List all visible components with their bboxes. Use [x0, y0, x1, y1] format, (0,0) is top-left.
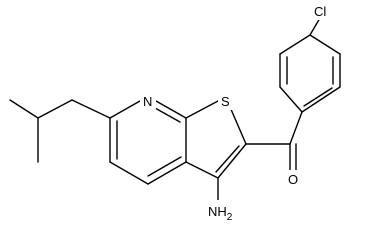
atom-labels: N S O Cl NH2: [140, 2, 332, 223]
label-bg: [140, 92, 156, 110]
bond: [301, 86, 341, 113]
bond: [71, 99, 111, 119]
amino-label-main: NH: [208, 204, 227, 219]
carbonyl-group: [245, 111, 303, 171]
bond: [109, 161, 149, 185]
bond: [309, 34, 341, 55]
bond: [303, 87, 333, 107]
label-bg: [206, 200, 236, 222]
bond: [155, 100, 187, 119]
isobutyl-group: [9, 99, 111, 163]
oxygen-label: O: [288, 172, 298, 187]
structure-drawing: N S O Cl NH2: [9, 2, 341, 223]
label-bg: [218, 92, 234, 110]
bond: [217, 143, 247, 179]
bond: [9, 99, 39, 119]
molecule-canvas: N S O Cl NH2: [9, 2, 341, 223]
amino-label-subscript: 2: [227, 212, 233, 223]
bond: [185, 161, 219, 179]
bond: [147, 161, 187, 185]
label-bg: [285, 170, 301, 188]
nitrogen-label: N: [143, 94, 152, 109]
bond: [37, 99, 73, 119]
bond: [185, 100, 219, 119]
bond: [279, 34, 311, 55]
thiophene-ring: [185, 100, 247, 179]
sulfur-label: S: [221, 94, 230, 109]
bond: [309, 17, 321, 36]
bond: [147, 156, 182, 177]
bond: [109, 100, 141, 119]
chlorophenyl-ring: [279, 17, 341, 113]
chlorine-label: Cl: [314, 4, 326, 19]
label-bg: [310, 2, 332, 20]
bond: [279, 86, 303, 113]
bond: [154, 107, 181, 123]
bond: [229, 106, 247, 145]
amino-label: NH2: [208, 204, 233, 223]
bond: [215, 145, 240, 173]
pyridine-ring: [109, 100, 187, 185]
bond: [289, 111, 303, 145]
